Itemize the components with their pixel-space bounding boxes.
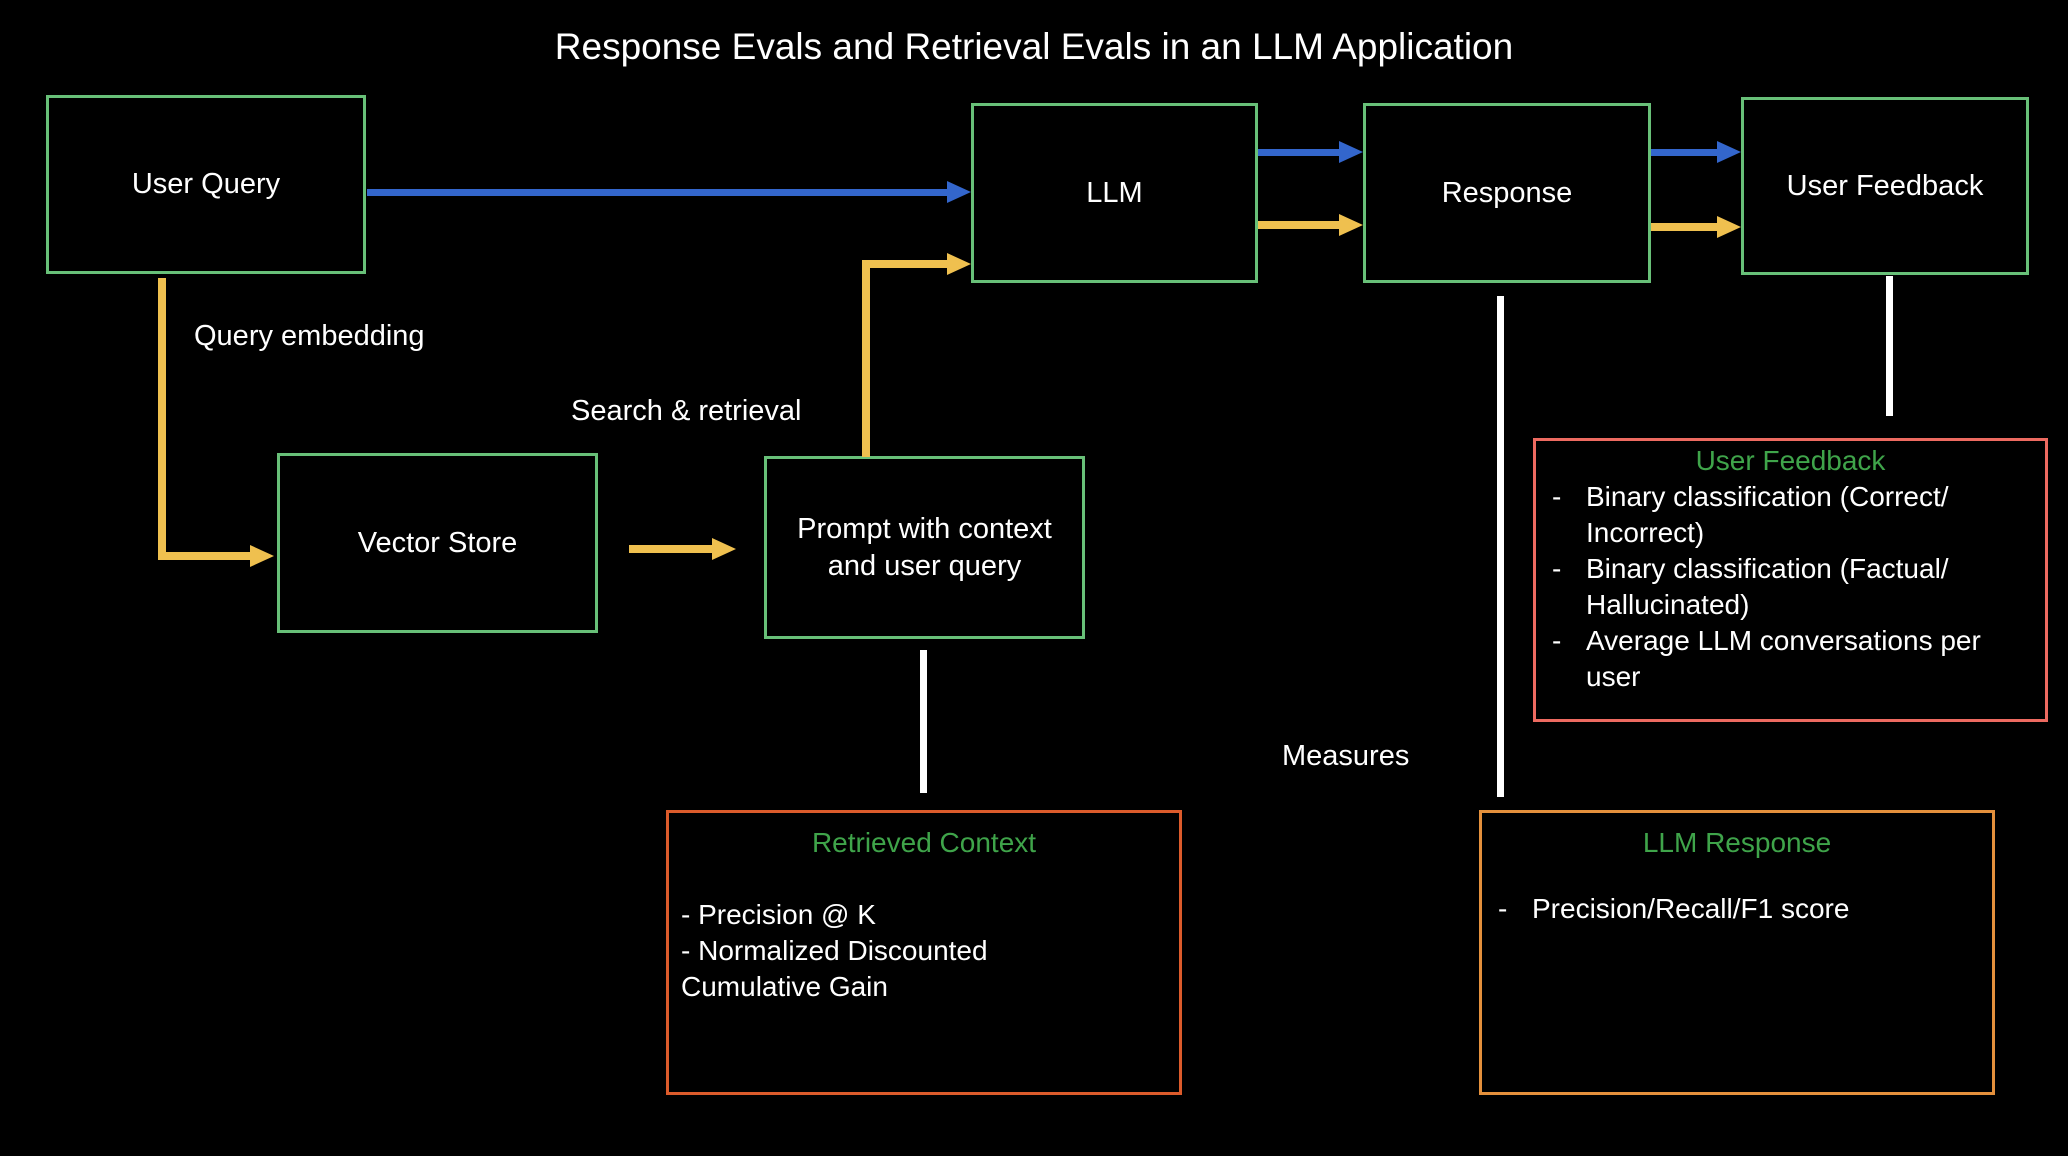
arrowhead-user-query-to-llm-icon [947,181,971,203]
arrow-prompt-to-llm-vertical [862,260,870,457]
node-prompt-with-context: Prompt with context and user query [764,456,1085,639]
metric-item-text: - Precision @ K [681,899,876,930]
metrics-box-llm-response-title: LLM Response [1642,827,1832,858]
metric-item-text: Average LLM conversations per user [1586,625,1981,692]
edge-label-measures: Measures [1282,740,1410,772]
node-response-label: Response [1441,176,1573,209]
metrics-box-llm-response: LLM Response - Precision/Recall/F1 score [1479,810,1995,1095]
bullet-dash: - [1552,481,1562,512]
metrics-box-llm-response-items: - Precision/Recall/F1 score [1482,891,1992,927]
arrowhead-prompt-to-llm-icon [947,253,971,275]
metrics-box-user-feedback-items: - Binary classification (Correct/ Incorr… [1536,479,2045,695]
arrowhead-llm-to-response-yellow-icon [1339,214,1363,236]
metric-item: - Precision/Recall/F1 score [1498,891,1978,927]
node-user-query-label: User Query [131,168,281,200]
arrow-llm-to-response-blue [1258,149,1339,156]
arrow-user-query-to-vector-store-horizontal [158,552,250,560]
metrics-box-user-feedback-title: User Feedback [1695,445,1886,476]
metrics-box-retrieved-context-items: - Precision @ K - Normalized Discounted … [669,897,1179,1005]
arrow-response-to-user-feedback-blue [1651,149,1717,156]
arrowhead-vector-store-to-prompt-icon [712,538,736,560]
node-response: Response [1363,103,1651,283]
node-user-query: User Query [46,95,366,274]
bullet-dash: - [1552,625,1562,656]
arrowhead-response-to-user-feedback-blue-icon [1717,141,1741,163]
node-prompt-with-context-label: Prompt with context and user query [797,512,1052,582]
arrowhead-llm-to-response-blue-icon [1339,141,1363,163]
arrow-response-to-user-feedback-yellow [1651,223,1717,231]
connector-response-to-llm-response-metrics [1497,296,1504,797]
node-llm-label: LLM [1086,176,1143,209]
bullet-dash: - [1498,893,1508,924]
metric-item-text: Binary classification (Factual/ Hallucin… [1586,553,1949,620]
connector-prompt-to-retrieved-context [920,650,927,793]
connector-user-feedback-to-metrics [1886,276,1893,416]
bullet-dash: - [1552,553,1562,584]
node-user-feedback-label: User Feedback [1786,169,1984,202]
metric-item: - Average LLM conversations per user [1552,623,2031,695]
metric-item-text: Binary classification (Correct/ Incorrec… [1586,481,1949,548]
metrics-box-user-feedback: User Feedback - Binary classification (C… [1533,438,2048,722]
metrics-box-retrieved-context-title: Retrieved Context [811,827,1037,858]
diagram-title: Response Evals and Retrieval Evals in an… [554,26,1514,67]
arrowhead-user-query-to-vector-store-icon [250,545,274,567]
metrics-box-retrieved-context: Retrieved Context - Precision @ K - Norm… [666,810,1182,1095]
arrow-vector-store-to-prompt [629,545,712,553]
node-user-feedback: User Feedback [1741,97,2029,275]
edge-label-query-embedding: Query embedding [194,320,425,352]
arrow-llm-to-response-yellow [1258,221,1339,229]
metric-item: - Binary classification (Factual/ Halluc… [1552,551,2031,623]
arrow-prompt-to-llm-horizontal [862,260,947,268]
node-llm: LLM [971,103,1258,283]
metric-item-text: - Normalized Discounted Cumulative Gain [681,935,988,1002]
arrow-user-query-to-llm [367,189,947,196]
arrow-user-query-to-vector-store-vertical [158,278,166,560]
edge-label-search-retrieval: Search & retrieval [571,395,802,427]
node-vector-store-label: Vector Store [357,526,518,559]
arrowhead-response-to-user-feedback-yellow-icon [1717,216,1741,238]
node-vector-store: Vector Store [277,453,598,633]
metric-item: - Binary classification (Correct/ Incorr… [1552,479,2031,551]
metric-item-text: Precision/Recall/F1 score [1532,893,1850,924]
